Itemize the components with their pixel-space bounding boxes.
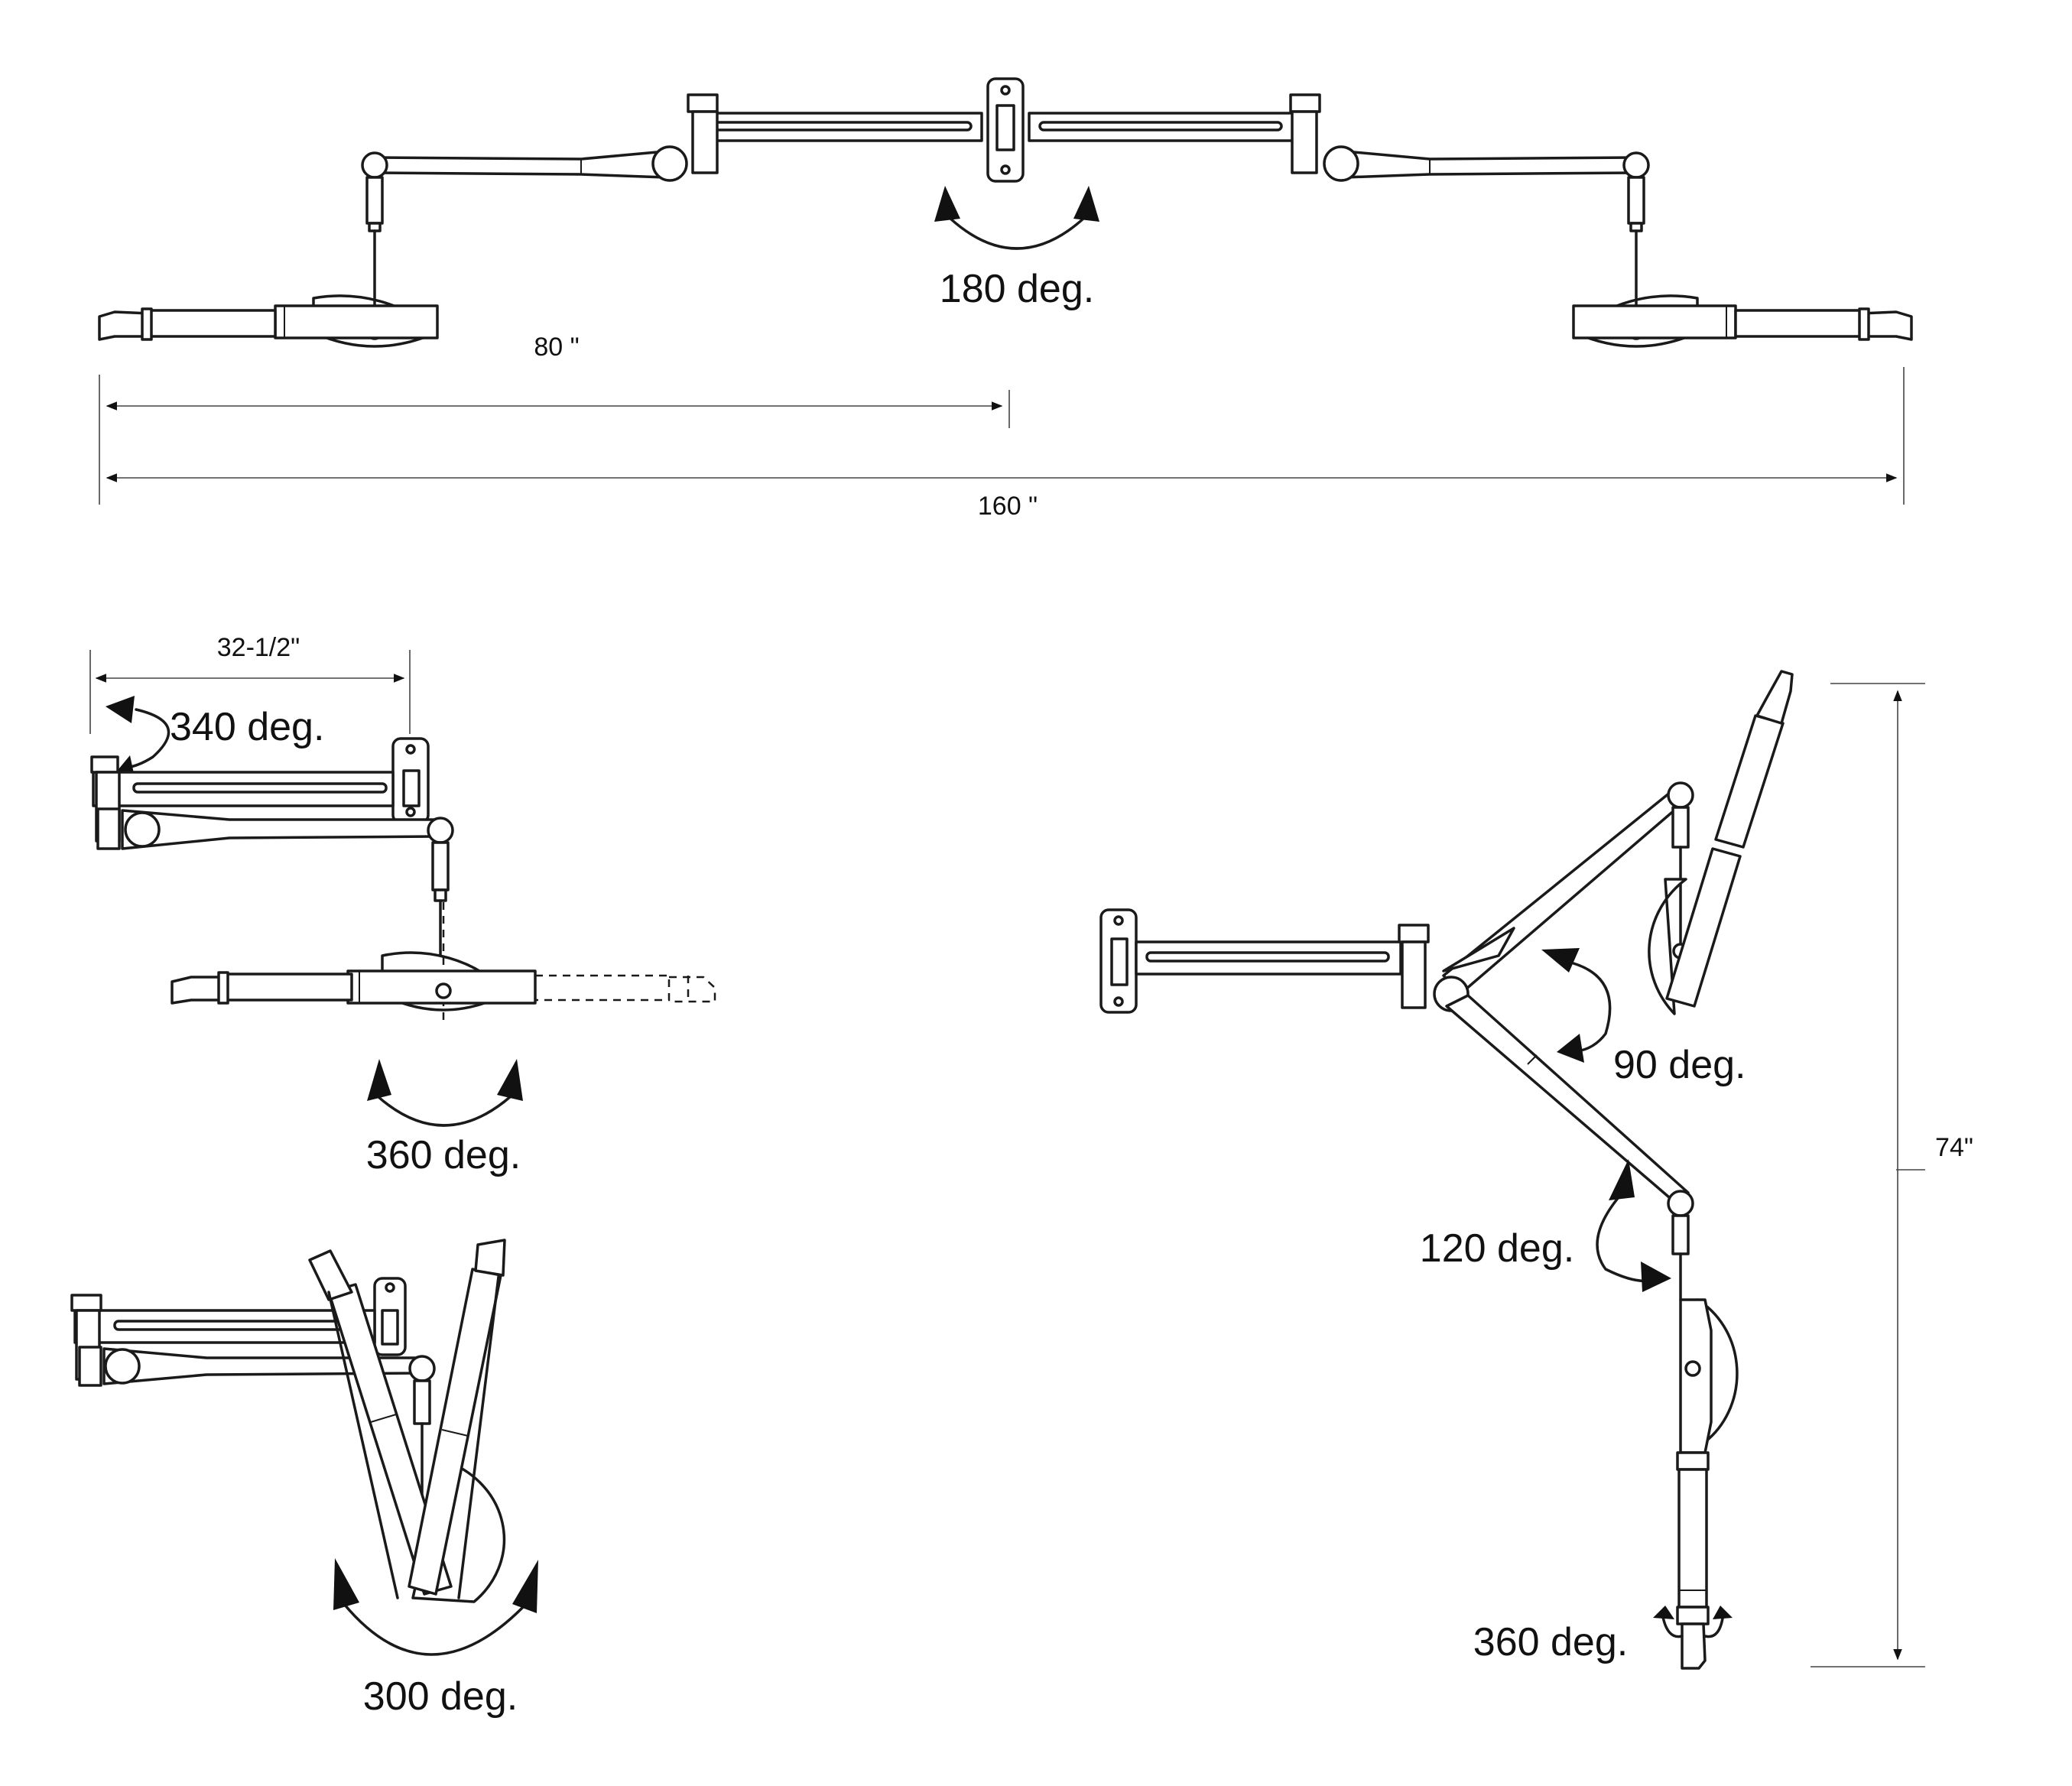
bottom-rotation-arrow: [333, 1558, 538, 1656]
right-upper-rotation-arrow: [1541, 948, 1612, 1063]
top-dimension-80: [99, 375, 1010, 428]
top-right-lamp-head: [1572, 229, 1913, 348]
mid-reach-dimension: [89, 650, 411, 734]
top-center-bar: [687, 93, 1321, 174]
right-handle-rotation-arrow: [1653, 1606, 1733, 1638]
bottom-left-view: 300 deg.: [70, 1239, 538, 1719]
mid-left-view: 32-1/2" 340 deg.: [89, 633, 716, 1177]
mid-reach-label: 32-1/2": [217, 633, 300, 662]
right-height-dimension: [1811, 683, 1925, 1667]
mid-head-rotation-label: 360 deg.: [366, 1133, 521, 1177]
mid-lower-arm: [96, 807, 454, 992]
top-wall-mount: [986, 77, 1025, 183]
bottom-handle-left: [308, 1249, 453, 1599]
top-dimension-80-label: 80 ": [534, 333, 579, 362]
right-horizontal-bar: [1135, 924, 1430, 1009]
top-right-arm: [1323, 145, 1650, 232]
right-wall-mount: [1099, 908, 1138, 1014]
right-upper-arm: [1433, 781, 1694, 1012]
right-lower-rotation-arrow: [1596, 1159, 1671, 1292]
bottom-handle-right: [408, 1239, 506, 1599]
bottom-wall-mount: [373, 1277, 407, 1356]
right-height-label: 74": [1935, 1133, 1973, 1162]
top-rotation-label: 180 deg.: [940, 267, 1094, 311]
bottom-rotation-label: 300 deg.: [363, 1674, 518, 1719]
right-view: 90 deg. 120 deg.: [1099, 670, 1973, 1670]
top-left-lamp-head: [98, 229, 439, 348]
mid-lamp-head: [171, 902, 716, 1021]
right-lower-lamp-head: [1676, 1298, 1739, 1670]
right-handle-rotation-label: 360 deg.: [1473, 1620, 1628, 1664]
right-upper-rotation-label: 90 deg.: [1613, 1043, 1746, 1087]
right-upper-lamp-head: [1648, 670, 1794, 1015]
right-lower-arm: [1445, 994, 1694, 1301]
mid-head-rotation-arrow: [367, 1059, 523, 1127]
top-view: 180 deg. 80 " 160 ": [98, 77, 1913, 521]
top-dimension-160: [99, 367, 1905, 505]
top-left-arm: [361, 145, 688, 232]
mid-wall-mount: [391, 737, 430, 824]
mid-arm-rotation-label: 340 deg.: [170, 705, 324, 749]
top-rotation-arrow: [934, 186, 1099, 250]
right-lower-rotation-label: 120 deg.: [1420, 1226, 1574, 1271]
top-dimension-160-label: 160 ": [978, 492, 1038, 521]
